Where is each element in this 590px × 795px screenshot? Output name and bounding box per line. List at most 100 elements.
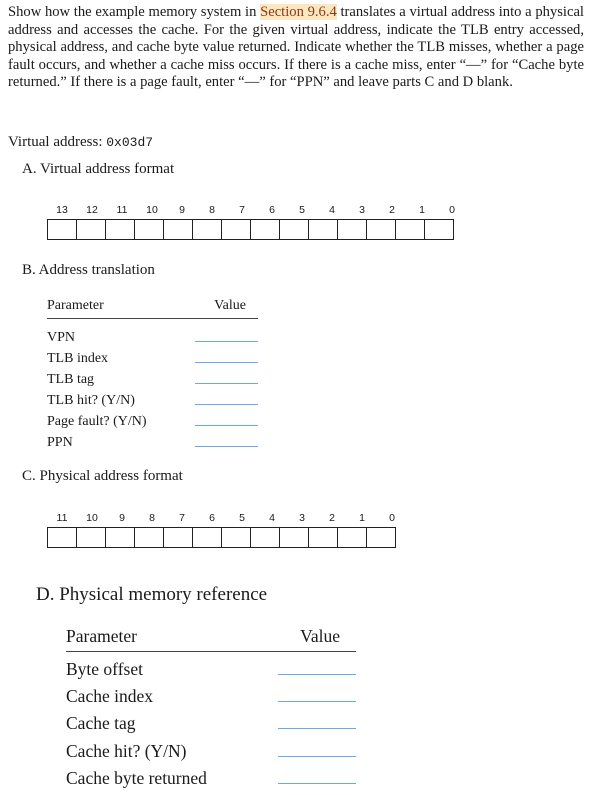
answer-blank[interactable] (278, 728, 356, 730)
bit-box[interactable] (192, 527, 222, 548)
row-label: Page fault? (Y/N) (47, 414, 147, 429)
bit-number: 5 (299, 204, 305, 216)
row-label: TLB index (47, 351, 109, 366)
bit-box[interactable] (134, 219, 164, 240)
bit-number: 2 (389, 204, 395, 216)
bit-number: 4 (329, 204, 335, 216)
bit-box[interactable] (192, 219, 222, 240)
value-column-header: Value (214, 298, 246, 313)
bit-number: 3 (359, 204, 365, 216)
bit-box[interactable] (337, 527, 367, 548)
bit-box[interactable] (250, 219, 280, 240)
row-label: PPN (47, 435, 73, 450)
table-row: TLB tag (47, 369, 258, 390)
bit-number: 6 (209, 512, 215, 524)
bit-number: 7 (239, 204, 245, 216)
table-row: Cache byte returned (66, 765, 356, 792)
bit-box[interactable] (308, 219, 338, 240)
table-row: Cache tag (66, 710, 356, 737)
answer-blank[interactable] (195, 362, 258, 363)
row-label: TLB hit? (Y/N) (47, 393, 135, 408)
bit-box[interactable] (424, 219, 454, 240)
bit-box[interactable] (163, 527, 193, 548)
answer-blank[interactable] (278, 701, 356, 703)
bit-number: 0 (389, 512, 395, 524)
answer-blank[interactable] (195, 446, 258, 447)
param-column-header: Parameter (66, 626, 137, 646)
row-label: TLB tag (47, 372, 95, 387)
section-link[interactable]: Section 9.6.4 (260, 4, 337, 20)
answer-blank[interactable] (195, 425, 258, 426)
row-label: VPN (47, 330, 76, 345)
table-row: TLB index (47, 348, 258, 369)
bit-number: 9 (119, 512, 125, 524)
answer-blank[interactable] (278, 674, 356, 675)
row-label: Cache tag (66, 713, 136, 734)
bit-number: 4 (269, 512, 275, 524)
intro-post: translates a virtual address into a phys… (8, 4, 584, 90)
bit-number: 10 (146, 204, 158, 216)
answer-blank[interactable] (278, 755, 356, 757)
answer-blank[interactable] (195, 383, 258, 384)
bit-box[interactable] (308, 527, 338, 548)
bit-box[interactable] (221, 527, 251, 548)
table-row: VPN (47, 327, 258, 348)
bit-box[interactable] (221, 219, 251, 240)
bit-number: 8 (149, 512, 155, 524)
bit-number: 8 (209, 204, 215, 216)
part-b-title: B. Address translation (22, 262, 155, 278)
bit-number: 0 (449, 204, 455, 216)
bit-box[interactable] (76, 219, 106, 240)
bit-box[interactable] (76, 527, 106, 548)
row-label: Cache byte returned (66, 767, 207, 788)
table-row: PPN (47, 432, 258, 453)
intro-pre: Show how the example memory system in (8, 4, 261, 20)
table-header: Parameter Value (47, 298, 258, 319)
bit-number: 5 (239, 512, 245, 524)
bit-box[interactable] (366, 527, 396, 548)
problem-statement: Show how the example memory system in Se… (8, 4, 584, 92)
table-row: Page fault? (Y/N) (47, 411, 258, 432)
bit-box[interactable] (105, 527, 135, 548)
answer-blank[interactable] (195, 404, 258, 405)
table-row: Byte offset (66, 656, 356, 683)
bit-box[interactable] (366, 219, 396, 240)
virtual-address-value: 0x03d7 (106, 135, 154, 150)
answer-blank[interactable] (278, 782, 356, 784)
bit-box[interactable] (279, 219, 309, 240)
part-c-bit-boxes (47, 527, 396, 548)
bit-number: 1 (419, 204, 425, 216)
row-label: Cache index (66, 686, 153, 707)
virtual-address-label: Virtual address: (8, 134, 107, 150)
bit-number: 10 (86, 512, 98, 524)
bit-box[interactable] (279, 527, 309, 548)
table-row: Cache hit? (Y/N) (66, 738, 356, 765)
bit-box[interactable] (47, 219, 77, 240)
bit-number: 12 (86, 204, 98, 216)
bit-box[interactable] (105, 219, 135, 240)
bit-number: 1 (359, 512, 365, 524)
bit-box[interactable] (250, 527, 280, 548)
bit-number: 7 (179, 512, 185, 524)
bit-number: 2 (329, 512, 335, 524)
bit-box[interactable] (395, 219, 425, 240)
bit-box[interactable] (134, 527, 164, 548)
bit-number: 11 (116, 204, 128, 216)
bit-box[interactable] (47, 527, 77, 548)
row-label: Cache hit? (Y/N) (66, 740, 187, 761)
bit-number: 6 (269, 204, 275, 216)
part-d-title: D. Physical memory reference (36, 584, 268, 605)
bit-number: 13 (56, 204, 68, 216)
bit-box[interactable] (163, 219, 193, 240)
row-label: Byte offset (66, 659, 143, 679)
bit-number: 11 (56, 512, 68, 524)
answer-blank[interactable] (195, 341, 258, 342)
bit-box[interactable] (337, 219, 367, 240)
part-a-title: A. Virtual address format (22, 161, 175, 177)
table-header: Parameter Value (66, 626, 356, 652)
value-column-header: Value (300, 626, 340, 646)
